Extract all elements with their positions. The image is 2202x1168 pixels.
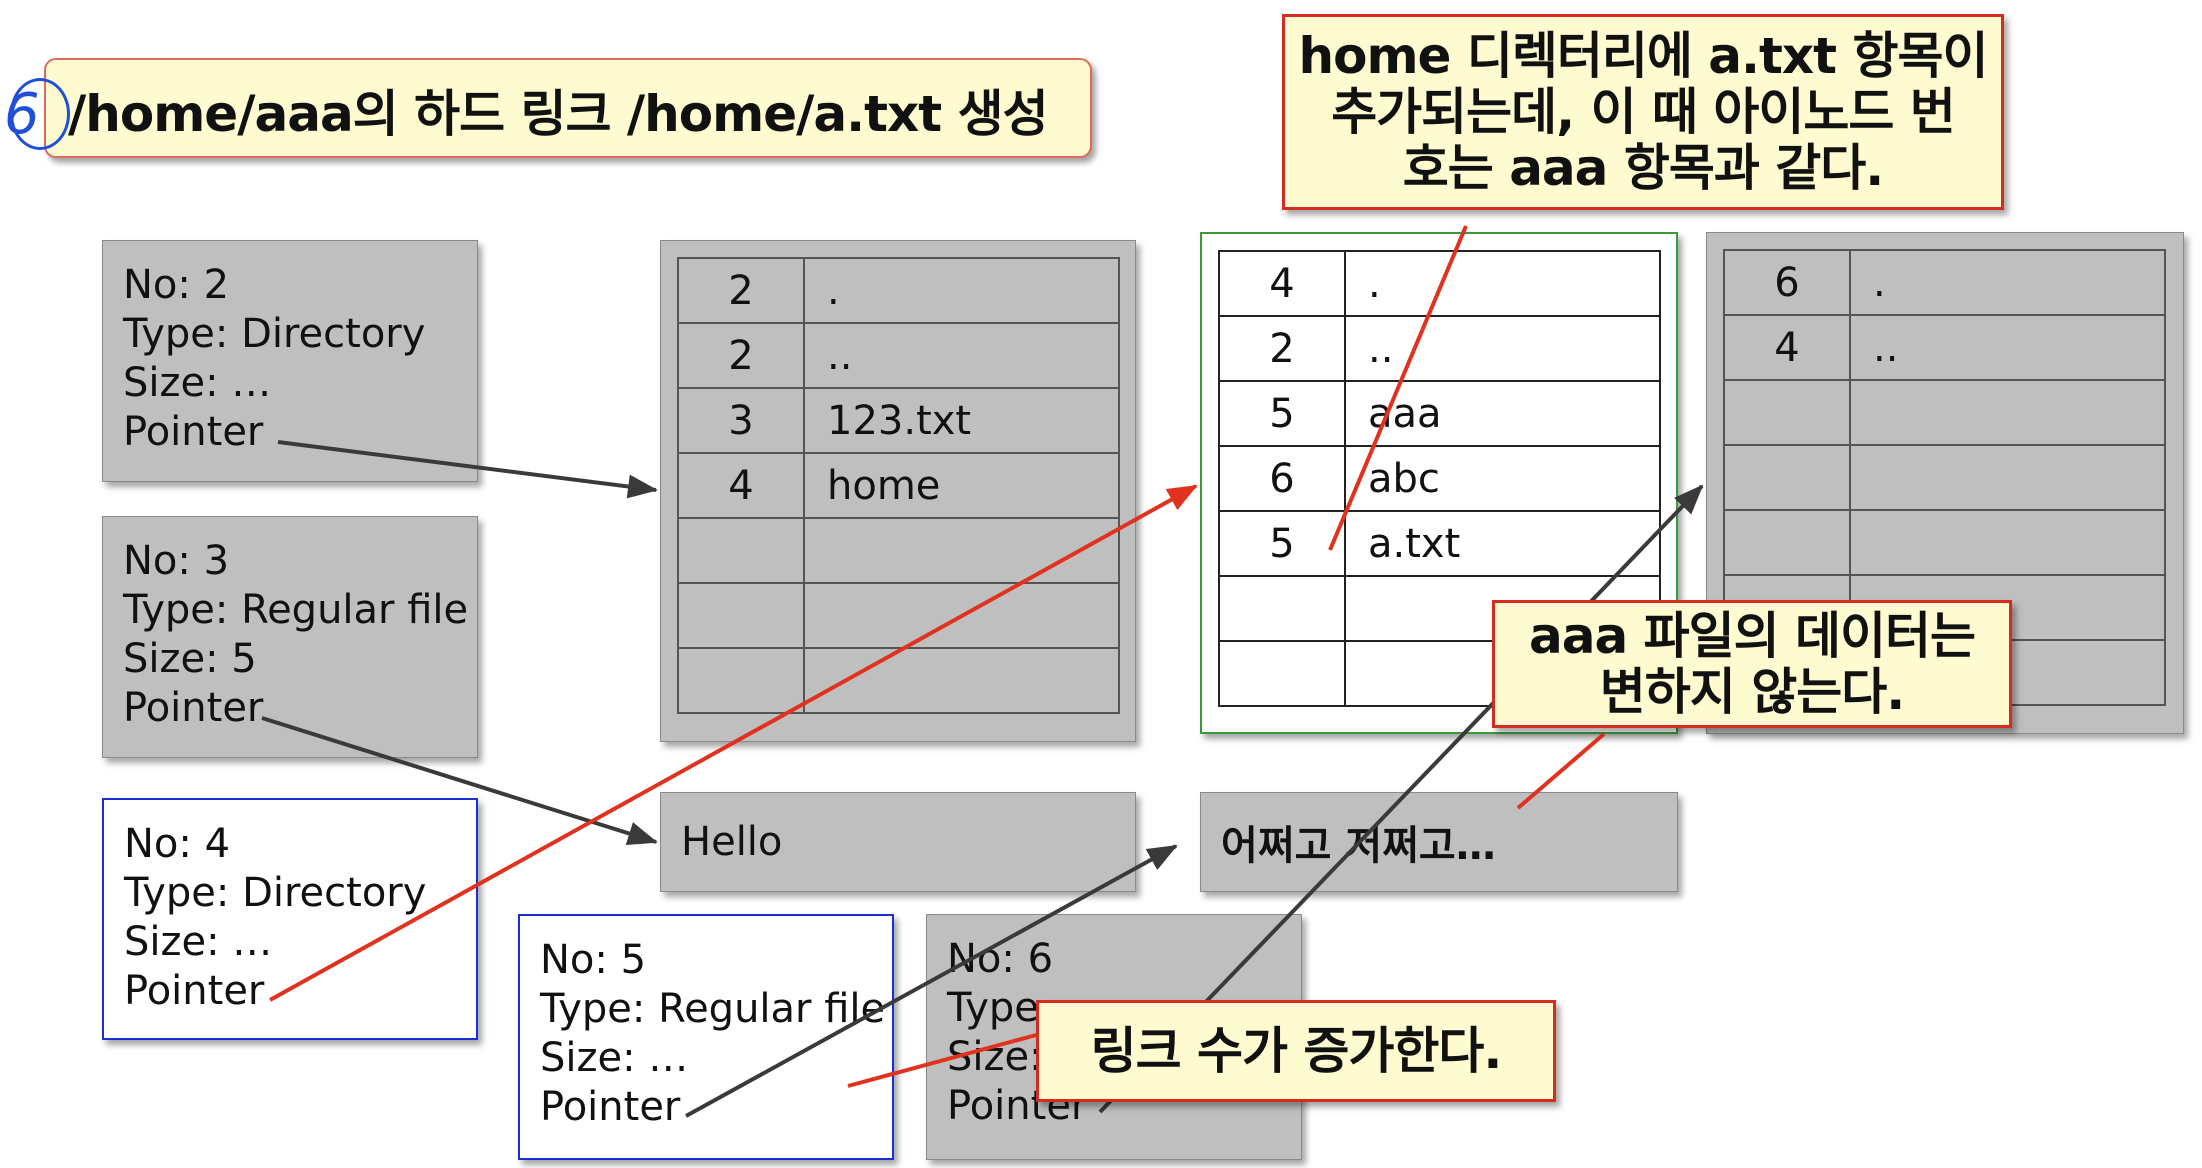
inode-no — [1723, 379, 1851, 446]
entry-name: . — [1849, 249, 2166, 316]
inode-no: 5 — [1218, 510, 1346, 577]
callout-line: aaa 파일의 데이터는 — [1528, 607, 1976, 665]
inode-3: No: 3 Type: Regular file Size: 5 Pointer — [102, 516, 478, 758]
inode-no: 4 — [1723, 314, 1851, 381]
inode-line: Size: 5 — [123, 636, 257, 682]
callout-pointer-link-count — [847, 1032, 1041, 1088]
page-title: /home/aaa의 하드 링크 /home/a.txt 생성 — [68, 85, 1049, 143]
inode-no: 6 — [1218, 445, 1346, 512]
entry-name — [803, 517, 1120, 584]
inode-no: 3 — [677, 387, 805, 454]
inode-line: Pointer — [123, 685, 264, 731]
inode-line: Pointer — [123, 409, 264, 455]
inode-line: Pointer — [124, 968, 265, 1014]
callout-line: 추가되는데, 이 때 아이노드 번 — [1331, 83, 1956, 141]
inode-line: Size: … — [540, 1035, 689, 1081]
callout-line: 호는 aaa 항목과 같다. — [1402, 139, 1884, 197]
entry-name — [803, 647, 1120, 714]
entry-name: home — [803, 452, 1120, 519]
inode-no: 6 — [1723, 249, 1851, 316]
inode-no: 5 — [1218, 380, 1346, 447]
inode-no — [677, 582, 805, 649]
callout-pointer-home-entry — [1328, 225, 1468, 551]
entry-name — [1849, 444, 2166, 511]
inode-line: No: 3 — [123, 538, 230, 584]
entry-name — [1849, 509, 2166, 576]
entry-name: a.txt — [1344, 510, 1661, 577]
inode-no: 2 — [677, 322, 805, 389]
callout-home-entry: home 디렉터리에 a.txt 항목이 추가되는데, 이 때 아이노드 번 호… — [1282, 14, 2004, 210]
inode-line: Size: — [947, 1034, 1043, 1080]
entry-name: .. — [1849, 314, 2166, 381]
entry-name: . — [803, 257, 1120, 324]
entry-name — [1849, 379, 2166, 446]
arrow-inode2-to-root — [277, 440, 658, 499]
inode-no: 4 — [1218, 250, 1346, 317]
entry-name: . — [1344, 250, 1661, 317]
inode-no: 4 — [677, 452, 805, 519]
inode-line: No: 4 — [124, 821, 231, 867]
step-number: 6 — [4, 82, 40, 147]
inode-line: Type — [947, 985, 1039, 1031]
inode-no — [677, 647, 805, 714]
arrow-inode4-to-home — [269, 484, 1198, 1002]
arrow-inode3-to-hello — [261, 716, 658, 846]
inode-no — [1723, 444, 1851, 511]
dir-block-abc: 6. 4.. — [1706, 232, 2184, 734]
inode-line: No: 5 — [540, 937, 647, 983]
inode-no — [1723, 509, 1851, 576]
entry-name: abc — [1344, 445, 1661, 512]
inode-line: Pointer — [540, 1084, 681, 1130]
callout-line: home 디렉터리에 a.txt 항목이 — [1298, 27, 1989, 85]
step-number-circle — [10, 78, 70, 150]
callout-data-unchanged: aaa 파일의 데이터는 변하지 않는다. — [1492, 600, 2012, 728]
inode-line: Type: Directory — [124, 870, 427, 916]
data-block-hello: Hello — [660, 792, 1136, 892]
inode-no — [677, 517, 805, 584]
inode-no — [1218, 575, 1346, 642]
inode-no: 2 — [677, 257, 805, 324]
inode-line: Size: … — [123, 360, 272, 406]
entry-name: .. — [803, 322, 1120, 389]
data-block-aaa: 어쩌고 저쩌고… — [1200, 792, 1678, 892]
inode-line: No: 2 — [123, 262, 230, 308]
inode-no: 2 — [1218, 315, 1346, 382]
callout-pointer-data — [1516, 732, 1606, 810]
callout-line: 링크 수가 증가한다. — [1090, 1022, 1503, 1080]
inode-line: Size: … — [124, 919, 273, 965]
inode-line: Type: Regular file — [540, 986, 886, 1032]
callout-link-count: 링크 수가 증가한다. — [1036, 1000, 1556, 1102]
callout-line: 변하지 않는다. — [1599, 663, 1905, 721]
entry-name: .. — [1344, 315, 1661, 382]
inode-line: Type: Regular file — [123, 587, 469, 633]
entry-name: 123.txt — [803, 387, 1120, 454]
inode-no — [1218, 640, 1346, 707]
title-banner — [44, 58, 1092, 158]
dir-table-abc: 6. 4.. — [1723, 249, 2166, 706]
arrow-inode5-to-data — [685, 844, 1178, 1118]
inode-line: Type: Directory — [123, 311, 426, 357]
